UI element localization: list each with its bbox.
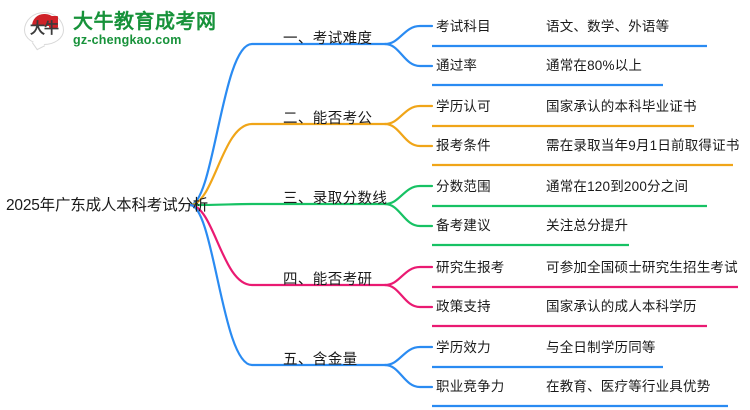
leaf-2-2-key: 报考条件 — [436, 138, 491, 153]
leaf-5-1-key: 学历效力 — [436, 340, 491, 355]
logo-mark-text: 大牛 — [29, 19, 59, 37]
leaf-5-2[interactable]: 职业竞争力 在教育、医疗等行业具优势 — [436, 374, 710, 396]
leaf-3-2-value: 关注总分提升 — [546, 218, 629, 233]
logo-red-tag — [49, 16, 58, 28]
leaf-4-1-value: 可参加全国硕士研究生招生考试 — [546, 260, 738, 275]
leaf-4-1-key: 研究生报考 — [436, 260, 505, 275]
subfork-2-bottom — [383, 122, 434, 148]
leaf-2-2[interactable]: 报考条件 需在录取当年9月1日前取得证书 — [436, 133, 740, 155]
site-logo[interactable]: 大牛 大牛教育成考网 gz-chengkao.com — [24, 8, 216, 52]
leaf-4-1[interactable]: 研究生报考 可参加全国硕士研究生招生考试 — [436, 255, 738, 277]
logo-text-block: 大牛教育成考网 gz-chengkao.com — [73, 12, 217, 47]
subfork-1-top — [383, 24, 434, 46]
leaf-1-1-value: 语文、数学、外语等 — [546, 19, 670, 34]
leaf-1-2-value: 通常在80%以上 — [546, 58, 643, 73]
logo-bull-icon: 大牛 — [24, 10, 66, 51]
mindmap-root-node[interactable]: 2025年广东成人本科考试分析 — [6, 197, 208, 214]
leaf-3-2[interactable]: 备考建议 关注总分提升 — [436, 213, 628, 235]
leaf-2-2-value: 需在录取当年9月1日前取得证书 — [546, 138, 740, 153]
leaf-3-1-key: 分数范围 — [436, 179, 491, 194]
subfork-3-top — [383, 184, 434, 206]
branch-label-2[interactable]: 二、能否考公 — [283, 110, 373, 127]
branch-label-5[interactable]: 五、含金量 — [283, 351, 358, 368]
branch-label-3[interactable]: 三、录取分数线 — [283, 190, 388, 207]
leaf-4-2-value: 国家承认的成人本科学历 — [546, 299, 697, 314]
leaf-1-1[interactable]: 考试科目 语文、数学、外语等 — [436, 14, 669, 36]
subfork-1-bottom — [383, 42, 434, 68]
leaf-4-2-key: 政策支持 — [436, 299, 491, 314]
leaf-5-1-value: 与全日制学历同等 — [546, 340, 656, 355]
branch-label-1[interactable]: 一、考试难度 — [283, 30, 373, 47]
leaf-2-1-value: 国家承认的本科毕业证书 — [546, 99, 697, 114]
logo-title: 大牛教育成考网 — [73, 11, 217, 34]
leaf-4-2[interactable]: 政策支持 国家承认的成人本科学历 — [436, 294, 697, 316]
branch-label-4[interactable]: 四、能否考研 — [283, 271, 373, 288]
leaf-2-1-key: 学历认可 — [436, 99, 491, 114]
subfork-4-bottom — [383, 283, 434, 309]
leaf-3-1[interactable]: 分数范围 通常在120到200分之间 — [436, 174, 688, 196]
subfork-3-bottom — [383, 202, 434, 228]
leaf-3-1-value: 通常在120到200分之间 — [546, 179, 689, 194]
leaf-5-2-value: 在教育、医疗等行业具优势 — [546, 379, 711, 394]
leaf-5-2-key: 职业竞争力 — [436, 379, 505, 394]
leaf-5-1[interactable]: 学历效力 与全日制学历同等 — [436, 335, 656, 357]
leaf-3-2-key: 备考建议 — [436, 218, 491, 233]
logo-subtitle: gz-chengkao.com — [73, 33, 182, 48]
leaf-1-2-key: 通过率 — [436, 58, 478, 73]
subfork-2-top — [383, 104, 434, 126]
leaf-1-1-key: 考试科目 — [436, 19, 491, 34]
leaf-1-2[interactable]: 通过率 通常在80%以上 — [436, 53, 642, 75]
subfork-5-top — [383, 345, 434, 367]
subfork-4-top — [383, 265, 434, 287]
leaf-2-1[interactable]: 学历认可 国家承认的本科毕业证书 — [436, 94, 697, 116]
subfork-5-bottom — [383, 363, 434, 389]
